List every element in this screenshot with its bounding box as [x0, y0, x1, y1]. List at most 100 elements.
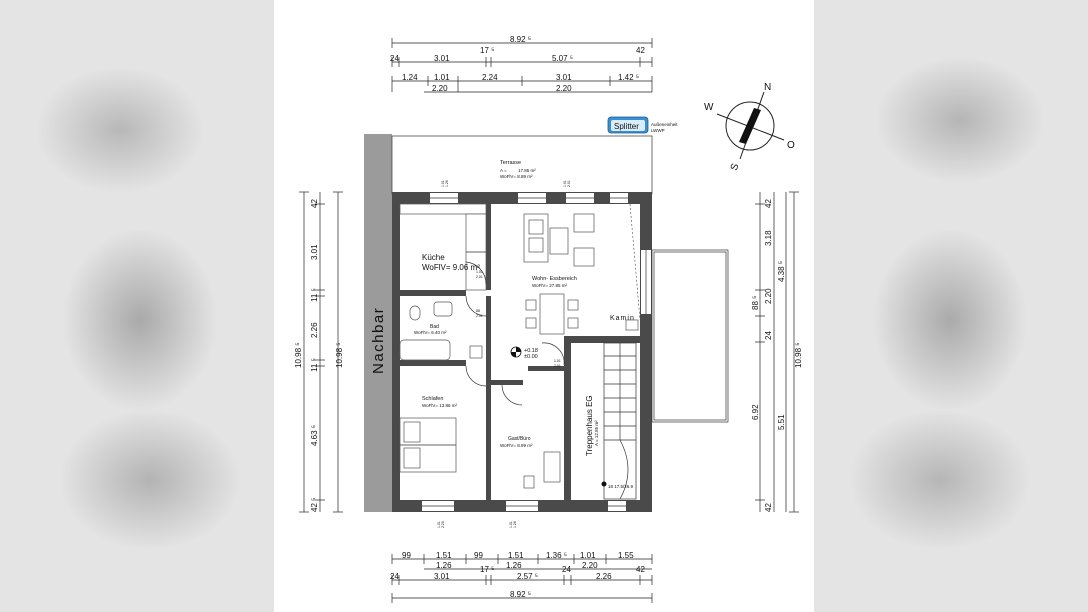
dim-right-seg-1: 3.18: [764, 230, 773, 246]
kitchen-furniture: [399, 203, 487, 291]
dim-bottom-r3-1: 3.01: [434, 572, 450, 581]
logo-line1: Außeneinheit: [651, 122, 678, 127]
dim-top-r3-1: 2.20: [556, 84, 572, 93]
dim-left-seg-2: 11 ⁵: [310, 288, 319, 302]
building-walls: [392, 192, 652, 512]
dim-left-total-inner: 10.98 ⁵: [335, 342, 344, 368]
door-label-2: 88: [476, 309, 480, 313]
terrace-area: 17.85 m²: [518, 168, 536, 173]
dim-right-seg-2: 4.38 ⁵: [777, 261, 786, 282]
dim-bottom-r1-0: 99: [402, 551, 411, 560]
dim-right-seg-8: 42: [764, 503, 773, 512]
bottom-dimension-chain: 99 1.51 99 1.51 1.36 ⁵ 1.01 1.55 1.26 1.…: [390, 551, 653, 603]
door-label-5: 2.01: [554, 364, 561, 368]
dim-right-seg-7: 5.51: [777, 414, 786, 430]
kitchen-wofl: WoFlV= 9.06 m²: [422, 263, 480, 272]
dim-bottom-r1-1: 1.51: [436, 551, 452, 560]
balcony-inner: [653, 251, 727, 421]
dim-right-seg-3: 88 ⁵: [751, 296, 760, 310]
fireplace-label: Kamin: [610, 315, 635, 322]
window-label-4: 1.01: [437, 521, 441, 528]
window-label-7: 1.26: [513, 521, 517, 528]
floor-plan-sheet: 8.92 ⁵ 24 3.01 17 ⁵ 5.07 ⁵ 42 1.24 1.01 …: [274, 0, 814, 612]
level-top: +0.18: [524, 348, 538, 354]
stairs-area: A = 12.85 m²: [594, 420, 599, 446]
roof-line: [629, 203, 641, 321]
dim-left-seg-5: 4.63 ⁵: [310, 425, 319, 446]
dim-bottom-r3-3: 2.57 ⁵: [517, 572, 538, 581]
dim-top-total: 8.92 ⁵: [510, 35, 531, 44]
window-label-2: 1.01: [563, 180, 567, 187]
dim-bottom-r1-6: 1.55: [618, 551, 634, 560]
staircase: [601, 342, 637, 500]
dim-right-seg-0: 42: [764, 199, 773, 208]
desk: [523, 451, 561, 489]
compass-n: N: [764, 82, 771, 93]
dim-bottom-r1-5: 1.01: [580, 551, 596, 560]
dim-bottom-r3-2: 17 ⁵: [480, 565, 494, 574]
window-label-1: 1.26: [445, 180, 449, 187]
dim-left-seg-3: 2.26: [310, 322, 319, 338]
dim-right-seg-6: 6.92: [751, 404, 760, 420]
dim-bottom-r3-6: 42: [636, 565, 645, 574]
right-dimension-chain: 42 3.18 4.38 ⁵ 88 ⁵ 2.20 24 6.92 5.51 42…: [751, 191, 803, 513]
terrace-outline: [391, 135, 653, 195]
dim-bottom-r1-3: 1.51: [508, 551, 524, 560]
neighbor-label: Nachbar: [370, 307, 387, 374]
door-label-4: 1.01: [554, 359, 561, 363]
guest-name: Gast/Büro: [508, 436, 531, 442]
dim-top-r2-2: 2.24: [482, 73, 498, 82]
dining-table: [525, 293, 579, 335]
level-bottom: ±0.00: [524, 354, 538, 360]
dim-right-seg-4: 2.20: [764, 288, 773, 304]
bath-fixtures: [399, 301, 483, 361]
bedroom-wofl: WoFlV= 13.86 m²: [422, 403, 458, 408]
left-dimension-chain: 10.98 ⁵ 42 3.01 11 ⁵ 2.26 11 ⁵ 4.63 ⁵ 42…: [294, 191, 344, 513]
dim-bottom-r1-2: 99: [474, 551, 483, 560]
door-swings: [465, 261, 565, 406]
dim-top-r1-0: 24: [390, 54, 399, 63]
dim-left-seg-0: 42: [310, 199, 319, 208]
dim-bottom-r1-4: 1.36 ⁵: [546, 551, 567, 560]
stair-note: 18 17.5/26.9: [608, 484, 634, 489]
door-label-1: 2.01: [476, 275, 483, 279]
compass-rose-icon: N O S W: [704, 82, 795, 172]
terrace-name: Terrasse: [500, 160, 521, 166]
dim-bottom-r3-5: 2.26: [596, 572, 612, 581]
dim-left-total-outer: 10.98 ⁵: [294, 342, 303, 368]
stairs-name: Treppenhaus EG: [585, 395, 594, 456]
dim-top-r2-3: 3.01: [556, 73, 572, 82]
dim-left-seg-1: 3.01: [310, 244, 319, 260]
dim-top-r2-1: 1.01: [434, 73, 450, 82]
window-label-3: 2.01: [567, 180, 571, 187]
dim-left-seg-6: 42 ⁵: [310, 498, 319, 512]
logo-brand: Splitter: [614, 122, 639, 131]
window-label-6: 1.01: [509, 521, 513, 528]
compass-s: S: [729, 162, 742, 172]
bath-wofl: WoFlV= 6.40 m²: [414, 330, 447, 335]
dim-top-r1-4: 42: [636, 46, 645, 55]
dim-bottom-r3-0: 24: [390, 572, 399, 581]
level-marker-icon: [510, 346, 522, 358]
dim-top-r1-3: 5.07 ⁵: [552, 54, 573, 63]
door-label-3: 2.01: [476, 314, 483, 318]
neighbor-wall: [364, 134, 392, 512]
dim-top-r2-4: 1.42 ⁵: [618, 73, 639, 82]
bed: [399, 417, 457, 473]
balcony-outline: [651, 249, 729, 423]
dim-top-r1-2: 17 ⁵: [480, 46, 494, 55]
dim-bottom-total: 8.92 ⁵: [510, 590, 531, 599]
terrace-area-label: A =: [500, 168, 507, 173]
compass-w: W: [704, 102, 714, 113]
compass-o: O: [787, 140, 795, 151]
kitchen-name: Küche: [422, 253, 445, 262]
sofa-set: [523, 213, 595, 267]
dim-right-total: 10.98 ⁵: [794, 342, 803, 368]
living-name: Wohn- Essbereich: [532, 276, 577, 282]
door-label-0: 1.01: [476, 270, 483, 274]
logo-line2: LWWP: [651, 128, 665, 133]
bath-name: Bad: [430, 324, 439, 330]
dim-top-r1-1: 3.01: [434, 54, 450, 63]
top-dimension-chain: 8.92 ⁵ 24 3.01 17 ⁵ 5.07 ⁵ 42 1.24 1.01 …: [390, 35, 653, 93]
dim-right-seg-5: 24: [764, 331, 773, 340]
